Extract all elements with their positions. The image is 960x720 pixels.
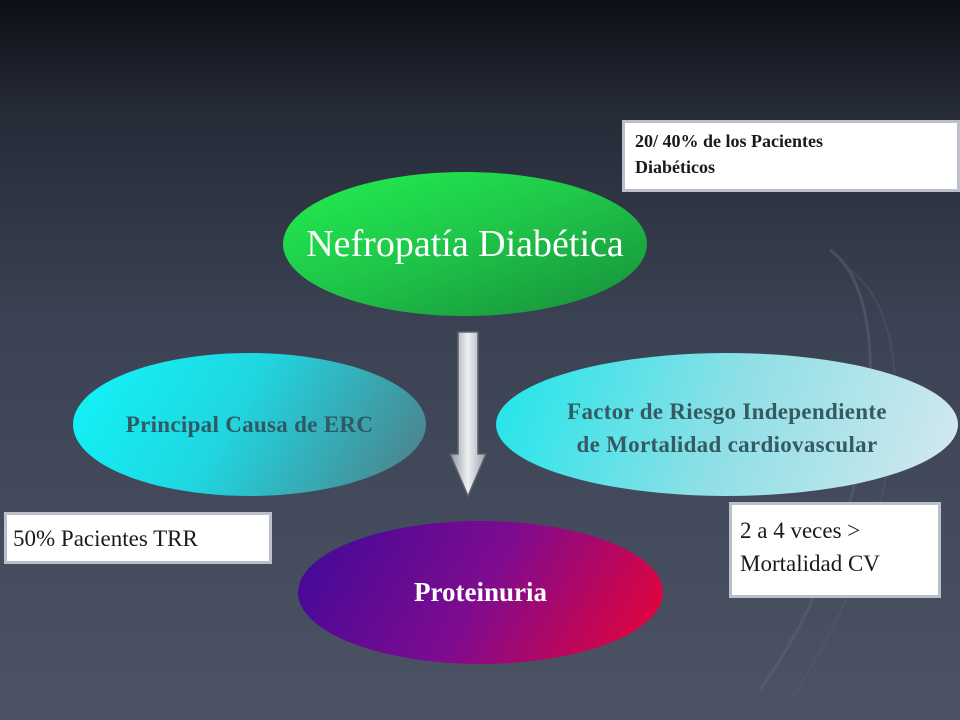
node-factor-label-line2: de Mortalidad cardiovascular	[576, 431, 878, 457]
node-causa-label: Principal Causa de ERC	[125, 411, 374, 437]
node-nefropatia-diabetica: Nefropatía Diabética	[283, 172, 647, 316]
node-proteinuria-label: Proteinuria	[414, 577, 547, 607]
node-proteinuria: Proteinuria	[298, 521, 663, 664]
trr-label: 50% Pacientes TRR	[13, 526, 198, 551]
cv-mortality-line2: Mortalidad CV	[740, 551, 880, 577]
trr-callout: 50% Pacientes TRR	[4, 512, 272, 564]
down-arrow	[448, 331, 488, 498]
node-factor-label-line1: Factor de Riesgo Independiente	[567, 399, 887, 425]
node-principal-causa: Principal Causa de ERC	[73, 353, 426, 496]
patients-percentage-line1: 20/ 40% de los Pacientes	[635, 131, 823, 151]
patients-percentage-line2: Diabéticos	[635, 157, 715, 178]
node-factor-riesgo: Factor de Riesgo Independiente de Mortal…	[496, 353, 958, 496]
cv-mortality-line1: 2 a 4 veces >	[740, 518, 861, 543]
cv-mortality-callout: 2 a 4 veces > Mortalidad CV	[729, 502, 941, 598]
patients-percentage-callout: 20/ 40% de los Pacientes Diabéticos	[622, 120, 960, 192]
node-nefropatia-label: Nefropatía Diabética	[306, 223, 624, 265]
